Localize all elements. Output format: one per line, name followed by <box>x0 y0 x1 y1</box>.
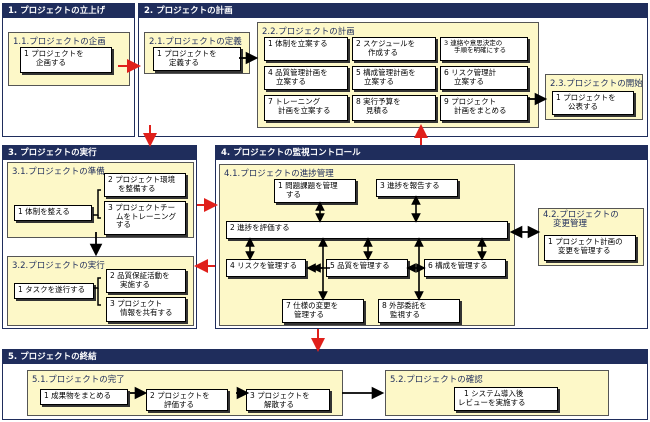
section-2-planning: 2. プロジェクトの計画 2.1.プロジェクトの定義 1 プロジェクトを 定義す… <box>138 3 648 137</box>
task-2-2-1[interactable]: 1 体制を立案する <box>264 37 348 61</box>
section-5-closing: 5. プロジェクトの終結 5.1.プロジェクトの完了 1 成果物をまとめる 2 … <box>2 349 648 420</box>
subsection-5-1-title: 5.1.プロジェクトの完了 <box>32 375 125 385</box>
sync-arrows-4-1 <box>245 195 487 301</box>
task-5-1-1[interactable]: 1 成果物をまとめる <box>40 389 128 405</box>
section-2-header: 2. プロジェクトの計画 <box>139 4 647 18</box>
subsection-5-2: 5.2.プロジェクトの確認 1 システム導入後 レビューを実施する <box>385 370 609 416</box>
task-3-2-2[interactable]: 2 品質保証活動を 実施する <box>106 269 186 293</box>
section-1-initiation: 1. プロジェクトの立上げ 1.1.プロジェクトの企画 1 プロジェクトを 企画… <box>2 3 135 137</box>
task-5-1-3[interactable]: 3 プロジェクトを 解散する <box>246 389 330 411</box>
task-3-1-1[interactable]: 1 体制を整える <box>14 205 92 221</box>
subsection-4-1: 4.1.プロジェクトの進捗管理 1 問題課題を管理 する 3 進捗を報告する 2… <box>219 164 515 326</box>
task-3-1-3[interactable]: 3 プロジェクトチー ムをトレーニング する <box>104 201 186 235</box>
section-1-header: 1. プロジェクトの立上げ <box>3 4 134 18</box>
task-2-2-5[interactable]: 5 構成管理計画を 立案する <box>352 66 436 90</box>
subsection-2-3-title: 2.3.プロジェクトの開始 <box>550 79 643 89</box>
task-2-3-1[interactable]: 1 プロジェクトを 公表する <box>552 91 634 115</box>
subsection-2-1-title: 2.1.プロジェクトの定義 <box>149 37 242 47</box>
subsection-3-2: 3.2.プロジェクトの実行 1 タスクを遂行する 2 品質保証活動を 実施する … <box>7 256 194 326</box>
task-4-2-1[interactable]: 1 プロジェクト計画の 変更を管理する <box>544 235 636 261</box>
subsection-3-1: 3.1.プロジェクトの準備 1 体制を整える 2 プロジェクト環境 を整備する … <box>7 162 194 238</box>
task-1-1-1[interactable]: 1 プロジェクトを 企画する <box>20 47 112 73</box>
subsection-4-2: 4.2.プロジェクトの 変更管理 1 プロジェクト計画の 変更を管理する <box>538 208 644 266</box>
subsection-1-1-title: 1.1.プロジェクトの企画 <box>13 37 106 47</box>
subsection-3-2-title: 3.2.プロジェクトの実行 <box>12 261 105 271</box>
task-2-2-6[interactable]: 6 リスク管理計 立案する <box>440 66 528 90</box>
task-2-2-8[interactable]: 8 実行予算を 見積る <box>352 95 436 121</box>
section-3-execution: 3. プロジェクトの実行 3.1.プロジェクトの準備 1 体制を整える 2 プロ… <box>2 145 197 329</box>
task-2-1-1[interactable]: 1 プロジェクトを 定義する <box>153 47 241 71</box>
subsection-5-2-title: 5.2.プロジェクトの確認 <box>390 375 483 385</box>
subsection-5-1: 5.1.プロジェクトの完了 1 成果物をまとめる 2 プロジェクトを 評価する … <box>27 370 343 416</box>
task-3-2-1[interactable]: 1 タスクを遂行する <box>14 283 94 299</box>
task-5-1-2[interactable]: 2 プロジェクトを 評価する <box>146 389 228 411</box>
subsection-4-2-title: 4.2.プロジェクトの 変更管理 <box>543 210 619 230</box>
section-3-header: 3. プロジェクトの実行 <box>3 146 196 160</box>
task-2-2-3[interactable]: 3 連絡や意思決定の 手順を明確にする <box>440 37 528 61</box>
task-2-2-4[interactable]: 4 品質管理計画を 立案する <box>264 66 348 90</box>
subsection-2-1: 2.1.プロジェクトの定義 1 プロジェクトを 定義する <box>144 32 250 74</box>
task-2-2-9[interactable]: 9 プロジェクト 計画をまとめる <box>440 95 528 121</box>
task-3-2-3[interactable]: 3 プロジェクト 情報を共有する <box>106 297 186 322</box>
task-4-1-1[interactable]: 1 問題課題を管理 する <box>274 179 356 203</box>
task-2-2-7[interactable]: 7 トレーニング 計画を立案する <box>264 95 348 121</box>
subsection-2-2: 2.2.プロジェクトの計画 1 体制を立案する 2 スケジュールを 作成する 3… <box>257 22 539 128</box>
task-4-1-7[interactable]: 7 仕様の変更を 管理する <box>282 299 364 323</box>
task-5-2-1[interactable]: 1 システム導入後 レビューを実施する <box>454 387 558 411</box>
task-2-2-2[interactable]: 2 スケジュールを 作成する <box>352 37 436 61</box>
subsection-1-1: 1.1.プロジェクトの企画 1 プロジェクトを 企画する <box>8 32 130 86</box>
subsection-3-1-title: 3.1.プロジェクトの準備 <box>12 167 105 177</box>
task-4-1-4[interactable]: 4 リスクを管理する <box>226 259 306 277</box>
task-3-1-2[interactable]: 2 プロジェクト環境 を整備する <box>104 173 186 197</box>
subsection-2-2-title: 2.2.プロジェクトの計画 <box>262 27 355 37</box>
section-5-header: 5. プロジェクトの終結 <box>3 350 647 364</box>
subsection-2-3: 2.3.プロジェクトの開始 1 プロジェクトを 公表する <box>545 74 643 120</box>
section-4-header: 4. プロジェクトの監視コントロール <box>216 146 647 160</box>
section-4-monitoring: 4. プロジェクトの監視コントロール 4.1.プロジェクトの進捗管理 1 問題課… <box>215 145 648 329</box>
subsection-4-1-title: 4.1.プロジェクトの進捗管理 <box>224 169 334 179</box>
